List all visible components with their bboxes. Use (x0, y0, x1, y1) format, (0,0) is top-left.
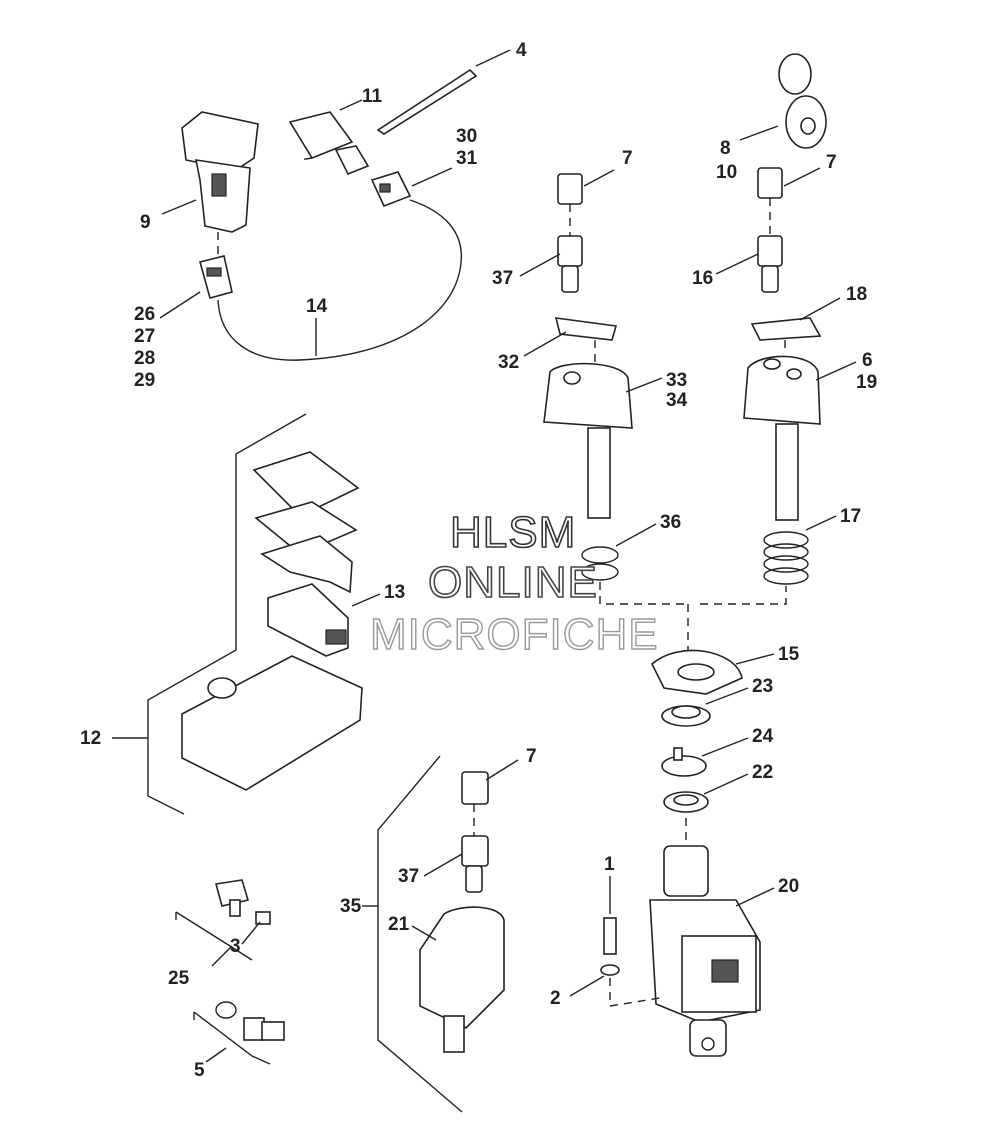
callout-14: 14 (306, 296, 328, 317)
part-2-washer (600, 964, 620, 976)
part-4-cable-tie (376, 68, 478, 135)
callout-11: 11 (362, 86, 383, 107)
callout-2: 2 (550, 988, 561, 1009)
callout-1: 1 (604, 854, 615, 875)
watermark-line-3: MICROFICHE (369, 609, 659, 659)
callout-13: 13 (384, 582, 405, 603)
callout-21: 21 (388, 914, 410, 935)
callout-19: 19 (856, 372, 877, 393)
callout-35: 35 (340, 896, 362, 917)
callout-36: 36 (660, 512, 681, 533)
callout-34: 34 (666, 390, 688, 411)
part-30-connector (370, 171, 412, 208)
callout-26: 26 (134, 304, 155, 325)
part-14-harness (217, 199, 463, 361)
callout-37-b: 37 (398, 866, 419, 887)
callout-10: 10 (716, 162, 737, 183)
part-5-switch (215, 1001, 285, 1041)
callout-27: 27 (134, 326, 155, 347)
callout-33: 33 (666, 370, 687, 391)
callout-31: 31 (456, 148, 478, 169)
part-7-key-blank (557, 173, 583, 293)
callout-7-a: 7 (622, 148, 633, 169)
callout-3: 3 (230, 936, 241, 957)
leader-lines (159, 49, 857, 1063)
part-20-switch-body (649, 845, 761, 1057)
callout-4: 4 (516, 40, 527, 61)
callout-7-b: 7 (826, 152, 837, 173)
callout-24: 24 (752, 726, 774, 747)
callout-29: 29 (134, 370, 155, 391)
callout-25: 25 (168, 968, 190, 989)
watermark-line-1: HLSM (449, 507, 577, 558)
callout-5: 5 (194, 1060, 205, 1081)
part-32-plate (554, 317, 618, 341)
callout-22: 22 (752, 762, 773, 783)
callout-7-c: 7 (526, 746, 537, 767)
part-7-key-blank-lower (461, 771, 489, 893)
part-36-o-rings (581, 546, 619, 581)
callout-8: 8 (720, 138, 731, 159)
callout-37-a: 37 (492, 268, 513, 289)
callout-20: 20 (778, 876, 799, 897)
part-24-retainer (661, 747, 707, 777)
part-21-lock-body (419, 906, 505, 1053)
callout-15: 15 (778, 644, 800, 665)
callout-17: 17 (840, 506, 861, 527)
callout-9: 9 (140, 212, 151, 233)
part-6-housing (743, 355, 821, 521)
callout-23: 23 (752, 676, 773, 697)
part-16-key (757, 167, 783, 293)
callout-16: 16 (692, 268, 713, 289)
watermark-line-2: ONLINE (427, 557, 598, 608)
callout-labels: 4 11 30 31 9 26 27 28 29 14 7 7 8 10 37 … (80, 40, 877, 1081)
part-12-box (181, 451, 363, 791)
callout-6: 6 (862, 350, 873, 371)
part-33-housing (543, 362, 633, 519)
callout-28: 28 (134, 348, 155, 369)
part-11-adapter (288, 111, 370, 176)
callout-18: 18 (846, 284, 867, 305)
callout-12: 12 (80, 728, 101, 749)
part-25-sensor (214, 879, 271, 925)
part-9-module (181, 111, 259, 258)
part-26-connector (199, 255, 233, 299)
part-22-sleeve (663, 791, 709, 813)
callout-30: 30 (456, 126, 477, 147)
part-1-screw (603, 917, 617, 955)
part-18-plate (750, 317, 822, 341)
part-23-collar (661, 705, 711, 727)
callout-32: 32 (498, 352, 519, 373)
part-17-spring (763, 531, 809, 585)
part-8-key-fob (778, 53, 827, 149)
part-15-lock-plate (651, 649, 743, 695)
